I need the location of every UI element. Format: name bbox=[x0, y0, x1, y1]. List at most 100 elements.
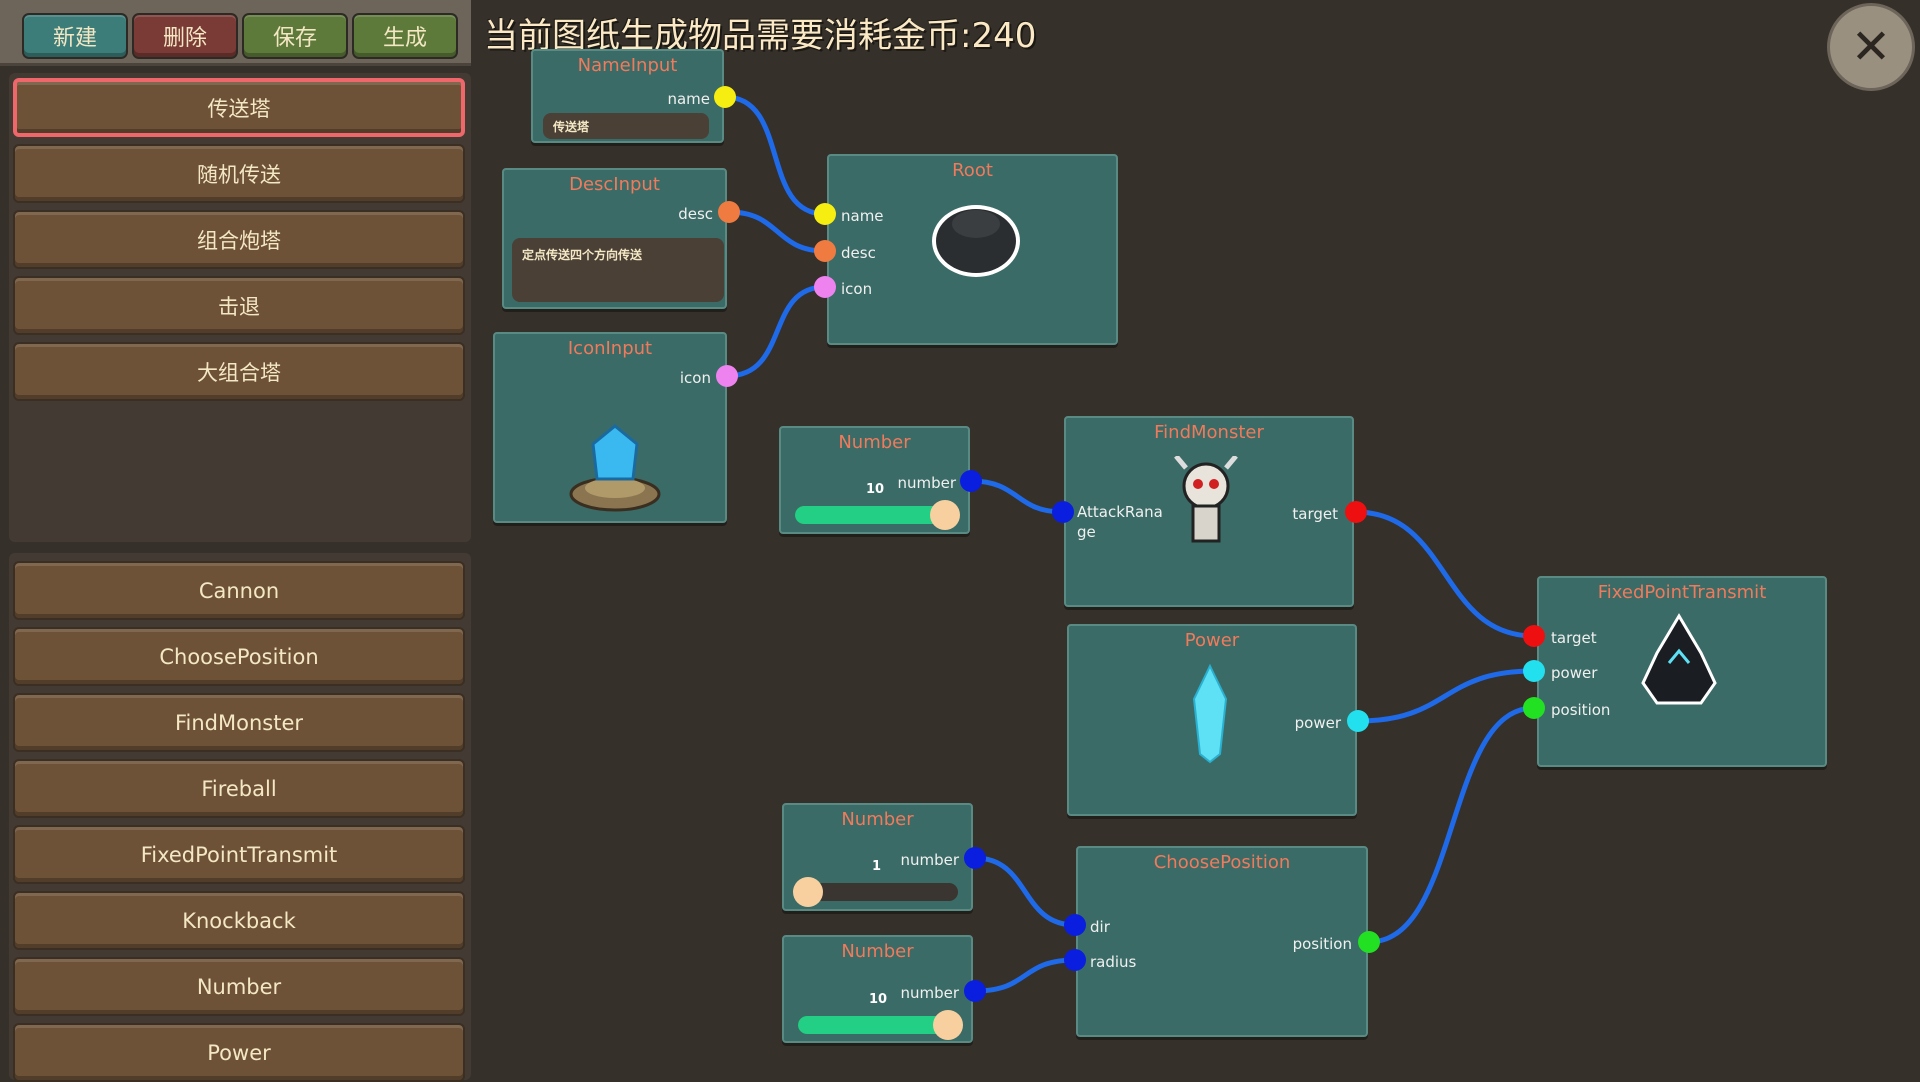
slider-knob[interactable] bbox=[933, 1010, 963, 1040]
number-slider[interactable] bbox=[798, 1010, 963, 1040]
name-input-node[interactable]: NameInput name 传送塔 bbox=[531, 49, 724, 143]
node-title: Number bbox=[838, 432, 911, 453]
close-icon: ✕ bbox=[1850, 19, 1892, 75]
number-value: 10 bbox=[869, 992, 888, 1007]
port-target-out[interactable] bbox=[1345, 501, 1367, 523]
number-slider[interactable] bbox=[793, 877, 958, 907]
node-type-item[interactable]: Knockback bbox=[13, 891, 465, 950]
desc-field[interactable]: 定点传送四个方向传送 bbox=[512, 238, 724, 302]
node-type-item[interactable]: Power bbox=[13, 1023, 465, 1082]
port-number-out[interactable] bbox=[964, 847, 986, 869]
save-button[interactable]: 保存 bbox=[242, 13, 348, 59]
number-node[interactable]: Number number 10 bbox=[782, 935, 973, 1043]
wire-target bbox=[1355, 509, 1535, 639]
wire-dir bbox=[974, 855, 1076, 928]
port-position-in[interactable] bbox=[1523, 697, 1545, 719]
number-value: 10 bbox=[866, 482, 885, 497]
port-number-out[interactable] bbox=[960, 470, 982, 492]
wire-radius bbox=[974, 957, 1076, 994]
root-node[interactable]: Root name desc icon bbox=[827, 154, 1118, 345]
node-title: Root bbox=[952, 160, 993, 181]
port-power-in[interactable] bbox=[1523, 660, 1545, 682]
port-label: number bbox=[900, 851, 959, 869]
port-label: radius bbox=[1090, 953, 1137, 971]
node-title: IconInput bbox=[567, 338, 653, 359]
port-label: icon bbox=[679, 369, 711, 387]
blueprint-item[interactable]: 击退 bbox=[13, 276, 465, 335]
node-title: FixedPointTransmit bbox=[1597, 582, 1767, 603]
node-type-item[interactable]: Number bbox=[13, 957, 465, 1016]
new-button[interactable]: 新建 bbox=[22, 13, 128, 59]
node-type-item[interactable]: FixedPointTransmit bbox=[13, 825, 465, 884]
port-power-out[interactable] bbox=[1347, 710, 1369, 732]
port-position-out[interactable] bbox=[1358, 931, 1380, 953]
power-node[interactable]: Power power bbox=[1067, 624, 1357, 816]
crystal-tower-icon bbox=[569, 424, 661, 512]
node-title: ChoosePosition bbox=[1153, 852, 1291, 873]
port-label: target bbox=[1551, 629, 1597, 647]
delete-button[interactable]: 删除 bbox=[132, 13, 238, 59]
find-monster-node[interactable]: FindMonster AttackRana ge target bbox=[1064, 416, 1354, 607]
node-title: DescInput bbox=[569, 174, 660, 195]
port-label: number bbox=[897, 474, 956, 492]
port-attackrange-in[interactable] bbox=[1052, 501, 1074, 523]
blueprint-item[interactable]: 随机传送 bbox=[13, 144, 465, 203]
node-title: NameInput bbox=[577, 55, 678, 76]
node-title: Number bbox=[841, 941, 914, 962]
port-radius-in[interactable] bbox=[1064, 949, 1086, 971]
teleport-tower-icon bbox=[1641, 613, 1717, 705]
port-icon-out[interactable] bbox=[716, 365, 738, 387]
blueprint-item[interactable]: 组合炮塔 bbox=[13, 210, 465, 269]
wire-icon bbox=[726, 284, 826, 379]
port-label: icon bbox=[841, 280, 873, 298]
port-name-out[interactable] bbox=[714, 86, 736, 108]
node-type-item[interactable]: FindMonster bbox=[13, 693, 465, 752]
blueprint-item[interactable]: 传送塔 bbox=[13, 78, 465, 137]
port-label: target bbox=[1292, 505, 1338, 523]
power-crystal-icon bbox=[1192, 664, 1228, 764]
port-label: name bbox=[667, 90, 710, 108]
slider-knob[interactable] bbox=[793, 877, 823, 907]
node-title: Number bbox=[841, 809, 914, 830]
number-node[interactable]: Number number 1 bbox=[782, 803, 973, 911]
port-label: position bbox=[1292, 935, 1352, 953]
port-desc-out[interactable] bbox=[718, 201, 740, 223]
port-label: AttackRana ge bbox=[1077, 503, 1163, 541]
generate-button[interactable]: 生成 bbox=[352, 13, 458, 59]
wire-number-attackrange bbox=[970, 478, 1064, 515]
port-icon-in[interactable] bbox=[814, 276, 836, 298]
icon-input-node[interactable]: IconInput icon bbox=[493, 332, 727, 523]
fixed-point-transmit-node[interactable]: FixedPointTransmit target power position bbox=[1537, 576, 1827, 767]
wire-power bbox=[1357, 668, 1535, 724]
desc-input-node[interactable]: DescInput desc 定点传送四个方向传送 bbox=[502, 168, 727, 309]
port-name-in[interactable] bbox=[814, 203, 836, 225]
slider-fill bbox=[795, 506, 945, 524]
port-label: power bbox=[1294, 714, 1341, 732]
name-field[interactable]: 传送塔 bbox=[543, 113, 709, 139]
port-label: desc bbox=[678, 205, 713, 223]
wire-position bbox=[1368, 705, 1535, 945]
node-type-item[interactable]: ChoosePosition bbox=[13, 627, 465, 686]
port-label: position bbox=[1551, 701, 1611, 719]
port-label: desc bbox=[841, 244, 876, 262]
node-title: FindMonster bbox=[1154, 422, 1264, 443]
port-target-in[interactable] bbox=[1523, 625, 1545, 647]
blueprint-item[interactable]: 大组合塔 bbox=[13, 342, 465, 401]
node-type-item[interactable]: Cannon bbox=[13, 561, 465, 620]
wire-desc bbox=[728, 209, 826, 254]
number-value: 1 bbox=[872, 859, 882, 874]
port-dir-in[interactable] bbox=[1064, 914, 1086, 936]
port-number-out[interactable] bbox=[964, 980, 986, 1002]
port-label: dir bbox=[1090, 918, 1110, 936]
choose-position-node[interactable]: ChoosePosition dir radius position bbox=[1076, 846, 1368, 1037]
close-button[interactable]: ✕ bbox=[1827, 3, 1915, 91]
wire-name bbox=[724, 94, 826, 217]
slider-fill bbox=[798, 1016, 948, 1034]
tower-base-icon bbox=[932, 205, 1020, 277]
number-slider[interactable] bbox=[795, 500, 960, 530]
port-desc-in[interactable] bbox=[814, 240, 836, 262]
node-type-item[interactable]: Fireball bbox=[13, 759, 465, 818]
number-node[interactable]: Number number 10 bbox=[779, 426, 970, 534]
slider-knob[interactable] bbox=[930, 500, 960, 530]
port-label: name bbox=[841, 207, 884, 225]
